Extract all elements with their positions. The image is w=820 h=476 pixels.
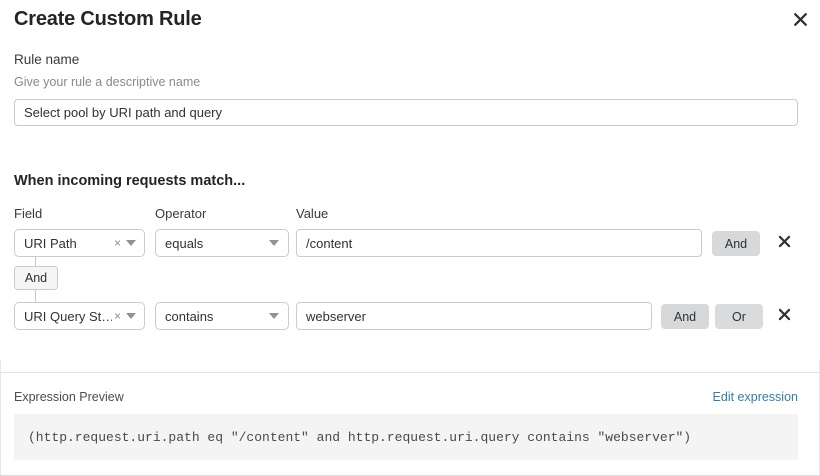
column-header-operator: Operator xyxy=(155,206,207,221)
delete-condition-button-1[interactable] xyxy=(771,230,797,256)
edit-expression-link[interactable]: Edit expression xyxy=(712,390,798,404)
rule-name-label: Rule name xyxy=(14,52,80,67)
condition-connector: And xyxy=(14,256,134,304)
connector-and-badge[interactable]: And xyxy=(14,266,58,290)
or-button-2[interactable]: Or xyxy=(715,304,763,329)
card-edge-left xyxy=(0,360,1,476)
operator-select-2[interactable]: contains xyxy=(155,302,289,330)
field-select-1[interactable]: URI Path × xyxy=(14,229,145,257)
page-title: Create Custom Rule xyxy=(14,8,202,30)
value-input-1[interactable] xyxy=(296,229,702,257)
chevron-down-icon xyxy=(269,240,279,246)
field-select-2[interactable]: URI Query St… × xyxy=(14,302,145,330)
chevron-down-icon xyxy=(126,313,136,319)
expression-preview-text: (http.request.uri.path eq "/content" and… xyxy=(28,429,692,445)
close-icon xyxy=(778,235,791,251)
close-icon xyxy=(793,12,808,27)
clear-icon[interactable]: × xyxy=(113,309,121,323)
clear-icon[interactable]: × xyxy=(113,236,121,250)
rule-name-input[interactable] xyxy=(14,99,798,126)
rule-name-description: Give your rule a descriptive name xyxy=(14,75,201,89)
and-button-2[interactable]: And xyxy=(661,304,709,329)
chevron-down-icon xyxy=(269,313,279,319)
section-divider xyxy=(0,372,820,373)
column-header-field: Field xyxy=(14,206,43,221)
field-select-1-value: URI Path xyxy=(24,235,77,251)
close-dialog-button[interactable] xyxy=(788,7,812,31)
expression-preview-label: Expression Preview xyxy=(14,390,124,404)
column-header-value: Value xyxy=(296,206,329,221)
chevron-down-icon xyxy=(126,240,136,246)
expression-preview-box: (http.request.uri.path eq "/content" and… xyxy=(14,414,798,460)
close-icon xyxy=(778,308,791,324)
match-section-heading: When incoming requests match... xyxy=(14,173,246,189)
value-input-2[interactable] xyxy=(296,302,652,330)
operator-select-1-value: equals xyxy=(165,235,204,251)
operator-select-2-value: contains xyxy=(165,308,214,324)
and-button-1[interactable]: And xyxy=(712,231,760,256)
operator-select-1[interactable]: equals xyxy=(155,229,289,257)
delete-condition-button-2[interactable] xyxy=(771,303,797,329)
field-select-2-value: URI Query St… xyxy=(24,308,112,324)
